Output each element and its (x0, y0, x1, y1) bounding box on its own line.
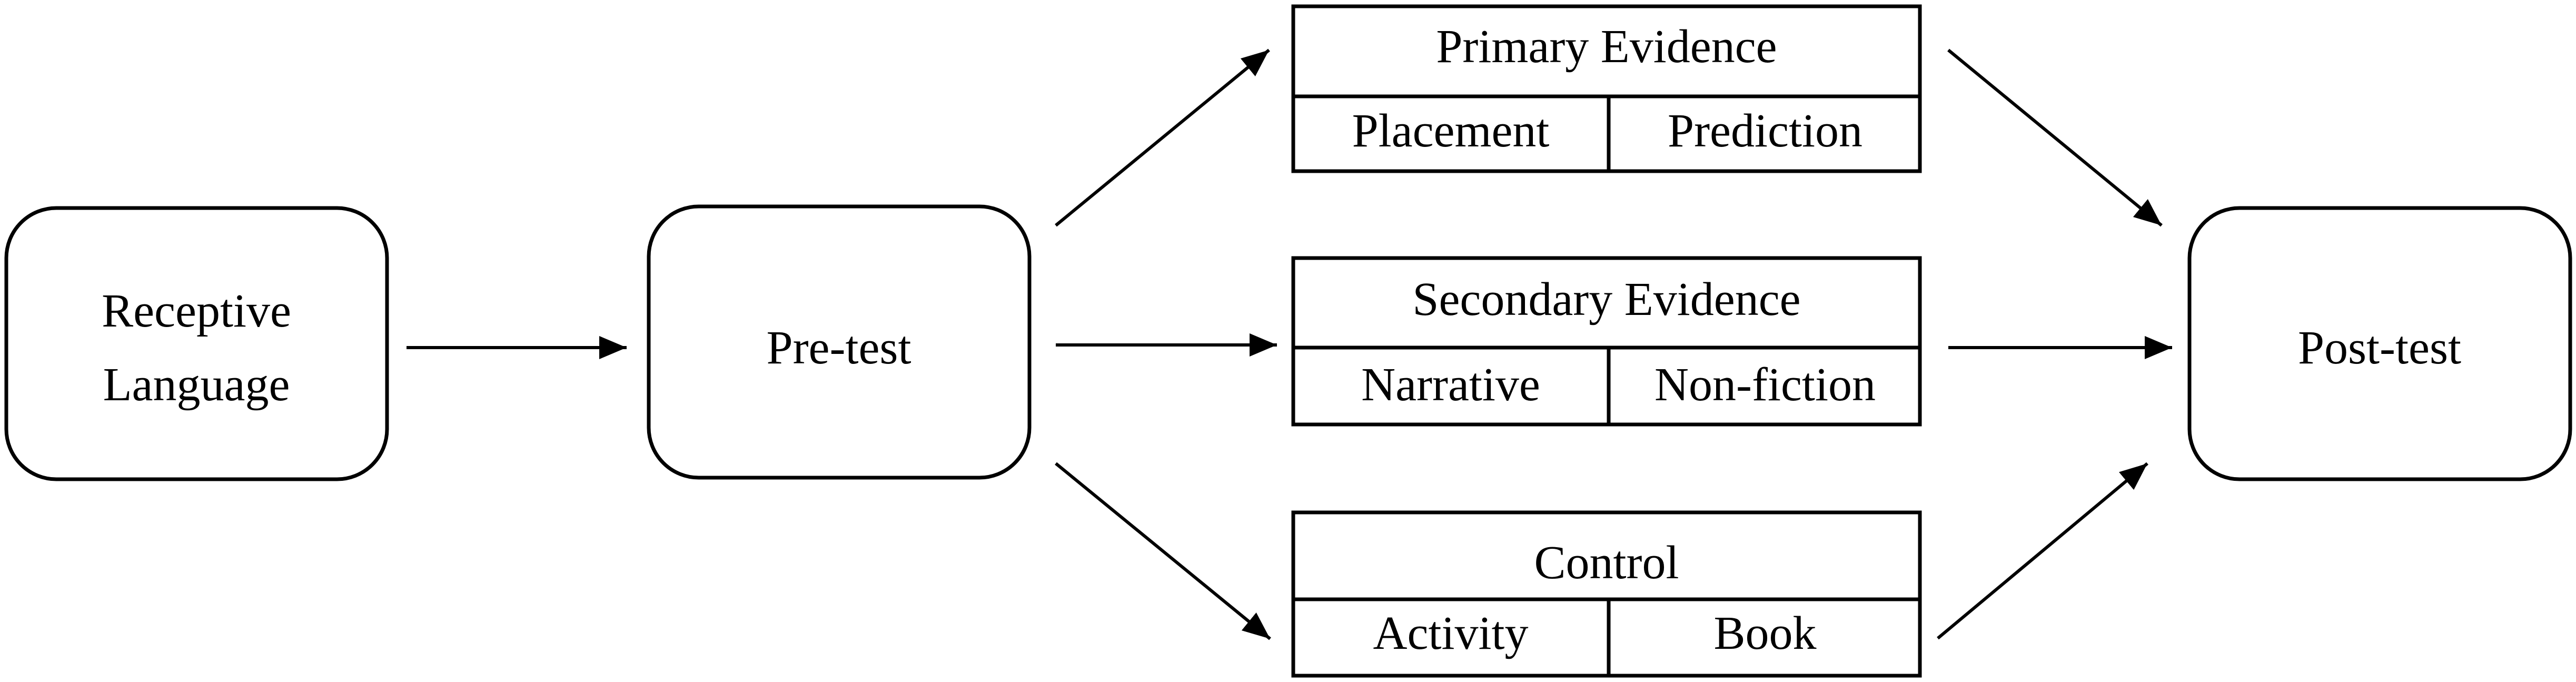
control-title: Control (1534, 537, 1679, 589)
secondary-evidence-title: Secondary Evidence (1412, 273, 1800, 325)
primary-evidence-title: Primary Evidence (1436, 21, 1777, 73)
posttest-label: Post-test (2298, 322, 2461, 374)
control-book: Book (1713, 607, 1816, 659)
secondary-evidence-nonfiction: Non-fiction (1654, 359, 1876, 411)
secondary-evidence-narrative: Narrative (1361, 359, 1540, 411)
posttest-node: Post-test (2187, 206, 2572, 481)
pretest-node: Pre-test (647, 204, 1032, 480)
secondary-evidence-box: Secondary Evidence Narrative Non-fiction (1291, 256, 1922, 427)
arrow-primary-to-posttest (1947, 48, 2163, 227)
receptive-language-label-line2: Language (103, 359, 290, 411)
receptive-language-label-line1: Receptive (102, 285, 291, 337)
pretest-label: Pre-test (767, 322, 911, 374)
primary-evidence-box: Primary Evidence Placement Prediction (1291, 4, 1922, 173)
arrow-pretest-to-primary (1055, 48, 1270, 227)
arrow-pretest-to-control (1055, 462, 1271, 640)
arrow-control-to-posttest (1937, 462, 2148, 640)
control-activity: Activity (1373, 607, 1529, 659)
primary-evidence-prediction: Prediction (1668, 105, 1862, 157)
receptive-language-node: Receptive Language (4, 206, 389, 481)
control-box: Control Activity Book (1291, 510, 1922, 678)
primary-evidence-placement: Placement (1352, 105, 1550, 157)
